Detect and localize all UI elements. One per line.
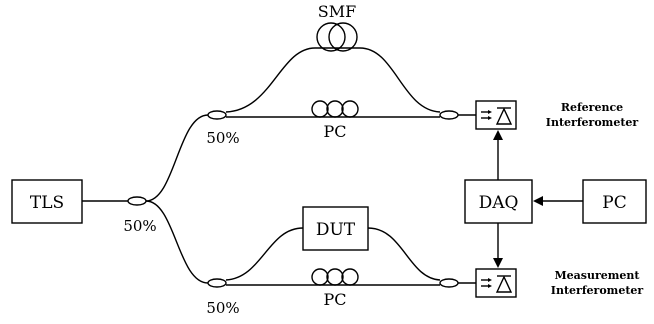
smf-label: SMF [318,2,356,21]
reference-interferometer-line2: Interferometer [546,116,639,129]
daq-box: DAQ [464,179,533,224]
coupler-meas-input-icon [207,278,227,288]
tls-box: TLS [11,179,83,224]
coupler-main-icon [127,196,147,206]
split-main-label: 50% [123,217,156,235]
arrow-daq-to-reference-detector [493,130,503,180]
split-bottom-label: 50% [206,299,239,317]
arrow-pc-to-daq [533,196,583,206]
pc-computer-box: PC [582,179,647,224]
coupler-meas-output-icon [439,278,459,288]
pc-computer-label: PC [602,193,626,213]
pc-bottom-label: PC [323,290,346,309]
photodetector-measurement-icon [475,268,517,298]
pc-top-label: PC [323,122,346,141]
polarization-controller-bottom-icon [311,268,359,286]
split-top-label: 50% [206,129,239,147]
arrow-daq-to-measurement-detector [493,223,503,268]
photodetector-reference-icon [475,100,517,130]
dut-box: DUT [302,206,369,251]
coupler-ref-output-icon [439,110,459,120]
polarization-controller-top-icon [311,100,359,118]
fiber-paths [82,47,476,286]
coupler-ref-input-icon [207,110,227,120]
daq-label: DAQ [479,193,519,213]
reference-interferometer-line1: Reference [561,101,623,114]
dut-label: DUT [316,220,356,240]
measurement-interferometer-line2: Interferometer [551,284,644,297]
fiber-spool-icon [315,22,360,52]
tls-label: TLS [30,193,64,213]
measurement-interferometer-line1: Measurement [554,269,640,282]
